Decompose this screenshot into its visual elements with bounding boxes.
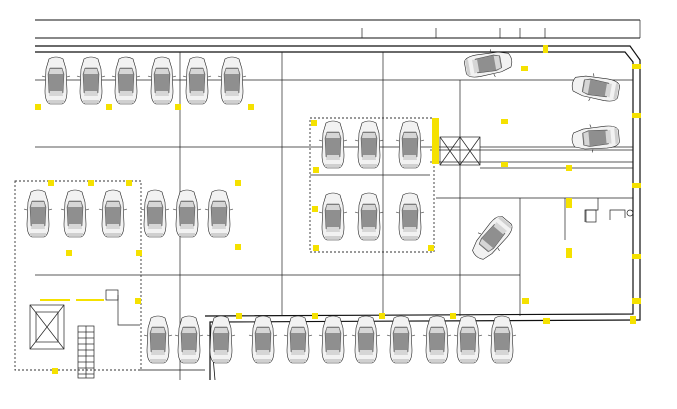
car-icon xyxy=(174,315,204,364)
car-icon xyxy=(98,189,128,238)
car-icon xyxy=(140,189,170,238)
car-icon xyxy=(453,315,483,364)
car-icon xyxy=(570,121,621,155)
car-icon xyxy=(283,315,313,364)
car-icon xyxy=(465,210,519,266)
car-icon xyxy=(351,315,381,364)
car-icon xyxy=(41,56,71,105)
car-icon xyxy=(172,189,202,238)
car-icon xyxy=(217,56,247,105)
car-icon xyxy=(386,315,416,364)
car-icon xyxy=(182,56,212,105)
car-icon xyxy=(354,120,384,169)
column-marker-icon xyxy=(35,45,641,374)
car-icon xyxy=(422,315,452,364)
car-icon xyxy=(76,56,106,105)
car-icon xyxy=(147,56,177,105)
elevator-icon xyxy=(432,118,481,166)
car-icon xyxy=(23,189,53,238)
stair-icon xyxy=(29,289,140,379)
car-icon xyxy=(569,69,622,107)
car-icon xyxy=(318,192,348,241)
service-room xyxy=(584,198,634,223)
car-icon xyxy=(487,315,517,364)
car-icon xyxy=(143,315,173,364)
car-icon xyxy=(395,192,425,241)
car-icon xyxy=(204,189,234,238)
car-icon xyxy=(318,120,348,169)
car-icon xyxy=(354,192,384,241)
car-icon xyxy=(395,120,425,169)
car-icon xyxy=(206,315,236,364)
car-icon xyxy=(111,56,141,105)
car-icon xyxy=(60,189,90,238)
car-icon xyxy=(248,315,278,364)
car-icon xyxy=(318,315,348,364)
